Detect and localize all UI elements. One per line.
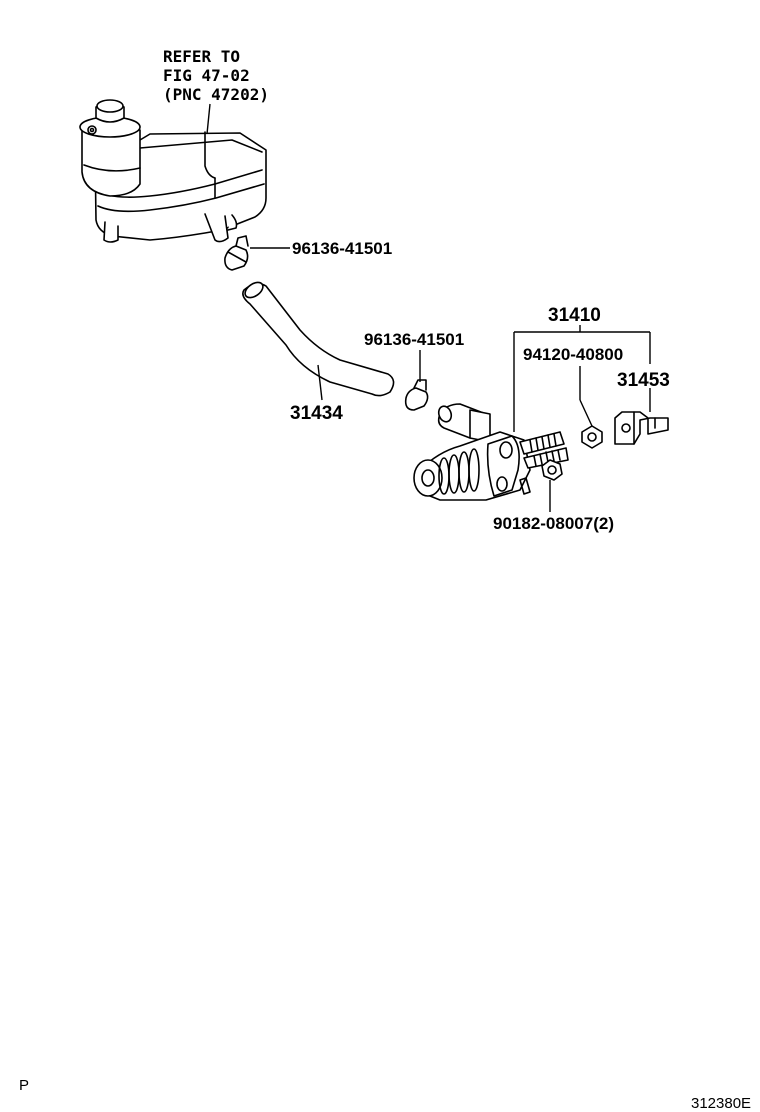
clip-upper [224, 235, 249, 271]
master-cylinder [413, 403, 569, 501]
bracket-label: 31453 [617, 370, 670, 391]
cylinder-assy-label: 31410 [548, 305, 601, 326]
reference-note-line1: REFER TO [163, 47, 240, 66]
nut-label: 94120-40800 [523, 345, 623, 364]
clip-lower-label: 96136-41501 [364, 330, 464, 349]
clip-upper-label: 96136-41501 [292, 239, 392, 258]
flange-nut-label: 90182-08007(2) [493, 514, 614, 533]
nut [581, 425, 603, 449]
diagram-id: 312380E [691, 1095, 751, 1112]
nut-leader-diag [579, 399, 593, 427]
flange-nut [541, 459, 563, 481]
reference-leader [206, 103, 211, 135]
reference-note-line2: FIG 47-02 [163, 66, 250, 85]
hose [242, 281, 395, 397]
reference-note: REFER TO FIG 47-02 (PNC 47202) [163, 47, 269, 104]
corner-mark: P [19, 1077, 29, 1094]
hose-leader [317, 364, 323, 401]
reference-note-line3: (PNC 47202) [163, 85, 269, 104]
hose-label: 31434 [290, 403, 343, 424]
clip-lower [404, 379, 429, 411]
reservoir-tank [79, 99, 267, 243]
bracket [614, 411, 669, 445]
